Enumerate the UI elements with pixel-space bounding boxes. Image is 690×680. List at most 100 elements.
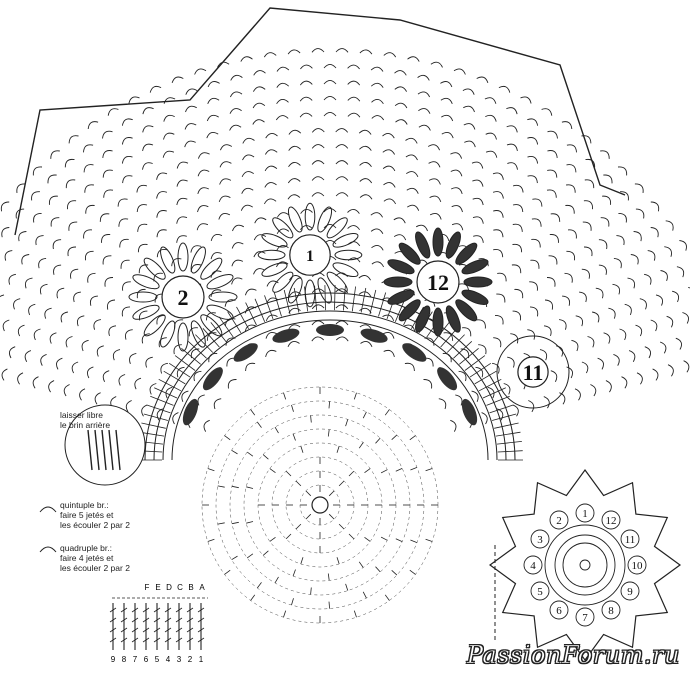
chain-loop-row [203,336,457,432]
rosette-stitch [353,392,357,400]
legend-tick [120,627,128,633]
rosette-stitch [262,454,269,460]
assembly-motif-number: 10 [632,560,644,572]
rosette-stitch [425,468,433,472]
legend-letter: C [177,583,183,592]
band-stitch [273,292,282,317]
outer-contour [14,7,626,236]
rosette-stitch [274,576,279,584]
chain-loop-row [1,128,659,381]
motif-petal [432,307,444,337]
legend-tick [175,627,183,633]
rosette-round [229,414,411,596]
motif-petal [177,322,189,352]
assembly-motif-number: 1 [582,508,588,520]
motif-petal [332,232,359,248]
motif-petal [445,231,461,259]
legend-tick [142,637,150,643]
rosette-stitch [328,490,335,497]
motif-number: 1 [306,248,314,265]
legend-tick [197,627,205,633]
band-stitch [369,289,377,315]
lace-stitch-pattern [0,7,690,624]
motif-petal [332,262,359,278]
chevron-band-arc [144,292,516,461]
legend-row-number: 5 [155,655,160,664]
motif-petal [160,246,176,274]
assembly-motif-circle [601,600,621,620]
band-stitch [150,395,174,406]
rosette-round [257,442,383,568]
band-stitch [334,285,336,311]
band-stitch [360,287,367,313]
rosette-stitch [327,429,330,437]
assembly-motif-circle [549,510,569,530]
legend-tick [164,607,172,613]
band-stitch [181,347,201,365]
rosette-stitch [338,480,345,487]
rosette-round [285,470,355,540]
rosette-stitch [375,437,381,444]
rosette-stitch [328,401,330,409]
assembly-motif-circle [549,600,569,620]
motif-petal [455,242,478,265]
legend-row-number: 9 [111,655,116,664]
leaf-cluster [182,398,199,426]
motif-petal [177,242,189,272]
motif-petal [455,299,478,322]
motif-petal [398,242,421,265]
rosette-stitch [348,470,355,477]
legend-tick [120,607,128,613]
chevron-band-arc [171,319,489,461]
legend-letter: A [199,583,205,592]
rosette-stitch [291,404,294,412]
rosette-stitch [338,523,345,530]
watermark: PassionForum.ru [466,641,680,670]
band-stitch [446,334,465,353]
legend-letter: B [188,583,193,592]
rosette-stitch [380,469,388,474]
rosette-stitch [231,449,238,455]
detail-stitch [115,429,121,471]
rosette-stitch [231,485,239,489]
legend-tick [153,627,161,633]
rosette-stitch [246,553,254,559]
assembly-motif-number: 9 [627,586,633,598]
band-stitch [143,413,169,421]
motif-petal [132,304,160,320]
motif-petal [317,206,333,233]
motif-2: 2 [128,242,238,352]
chain-loop-row [32,160,628,389]
rosette-stitch [262,550,269,556]
legend-tick [109,627,117,633]
assembly-ring [554,534,616,596]
motif-petal [190,246,206,274]
assembly-motif-2: 2 [549,510,569,530]
note-leave-free: laisser libre le brin arrière [60,410,111,430]
assembly-motif-number: 8 [608,605,614,617]
assembly-motif-circle [575,607,595,627]
motif-petal [398,299,421,322]
rosette-stitch [269,536,276,542]
motif-petal [287,206,303,233]
assembly-motif-4: 4 [523,555,543,575]
motif-center [416,260,460,304]
band-stitch [343,285,346,311]
chevron-band-arc [162,310,498,461]
band-stitch [489,404,514,414]
motif-petal [208,291,238,303]
assembly-motif-number: 5 [537,586,543,598]
motif-petal [272,271,294,293]
rosette-stitch [362,591,367,599]
assembly-ring [562,542,608,588]
motif-petal [206,304,234,320]
rosette-stitch [358,442,364,449]
quadruple-symbol [39,546,57,553]
band-stitch [440,328,458,348]
motif-center [289,234,331,276]
motif-petal [432,227,444,257]
motif-petal [257,249,286,261]
